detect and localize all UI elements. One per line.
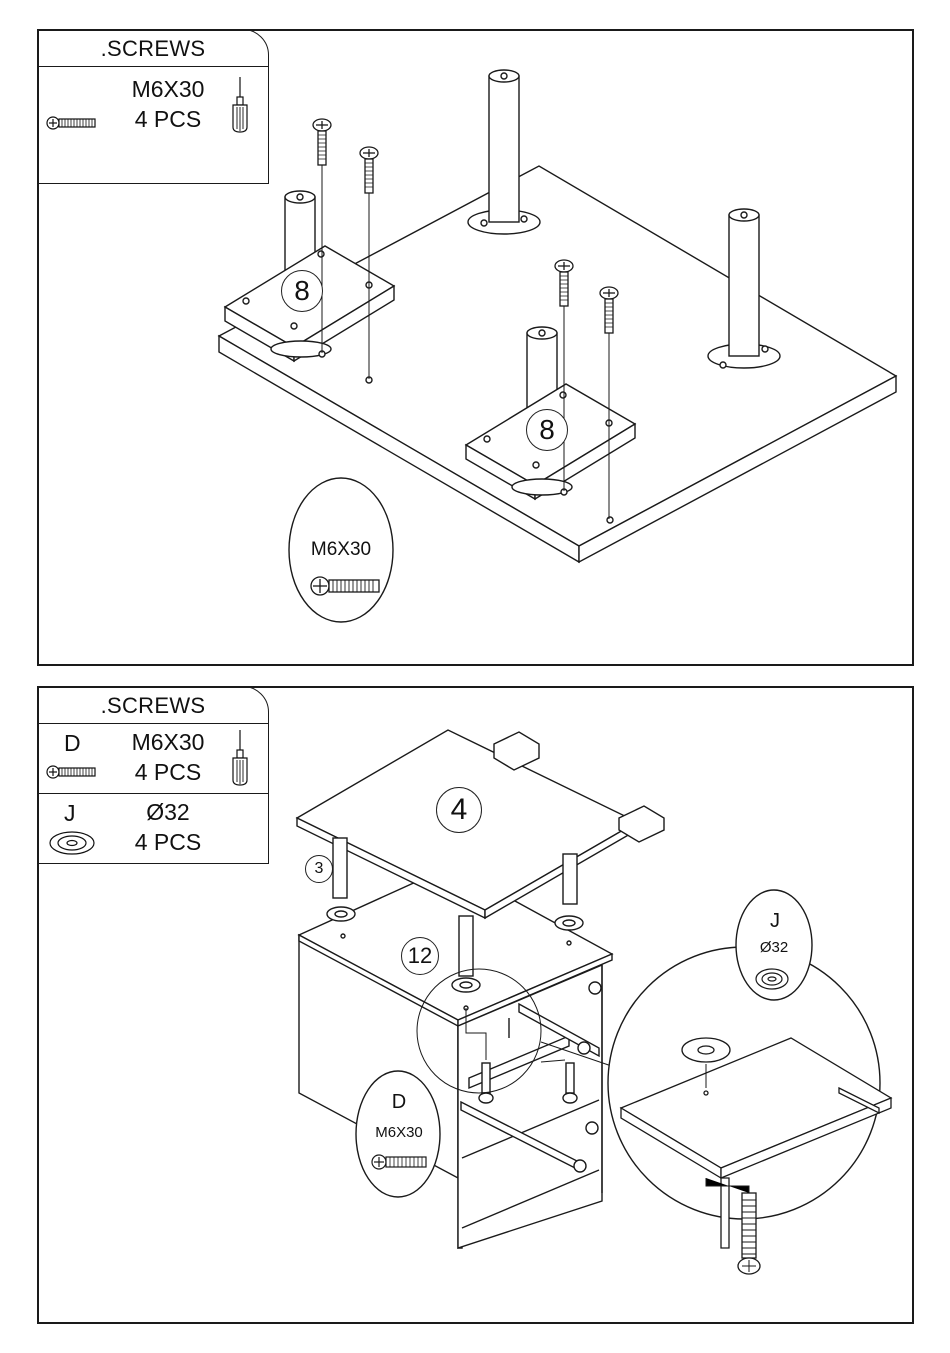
screwdriver-icon — [230, 728, 250, 788]
washer-qty: 4 PCS — [108, 828, 228, 857]
callout-washer-icon — [756, 969, 788, 989]
washer-letter: J — [64, 800, 76, 826]
leg-right — [729, 215, 759, 356]
parts-header: .SCREWS — [38, 30, 268, 67]
callout-letter-d: D — [379, 1091, 419, 1114]
screwdriver-icon — [230, 75, 250, 135]
screw-letter: D — [64, 730, 81, 756]
screw-2 — [360, 147, 378, 193]
screw-size: M6X30 — [108, 728, 228, 757]
screw-qty: 4 PCS — [108, 105, 228, 134]
step-1-panel: 8 8 M6X30 .SCREWS M6X30 4 PCS — [37, 29, 914, 666]
part-number-label: 8 — [539, 414, 555, 446]
screw-icon — [46, 115, 98, 131]
callout-screw-icon — [311, 577, 379, 595]
callout-screw-icon — [372, 1155, 426, 1169]
parts-list-box: .SCREWS M6X30 4 PCS — [37, 29, 269, 184]
screw-icon — [46, 764, 98, 780]
callout-letter-j: J — [755, 910, 795, 933]
screw-size: M6X30 — [108, 75, 228, 104]
part-number-label: 8 — [294, 275, 310, 307]
screw-qty: 4 PCS — [108, 758, 228, 787]
callout-size-d: M6X30 — [359, 1124, 439, 1141]
leg-number-label: 3 — [315, 860, 324, 878]
parts-row-washer: J Ø32 4 PCS — [38, 794, 268, 863]
callout-label: M6X30 — [296, 539, 386, 561]
leg-back — [489, 76, 519, 222]
parts-header: .SCREWS — [38, 687, 268, 724]
step-2-panel: 4 3 12 D M6X30 J Ø32 .SCREWS D M6X30 4 P… — [37, 686, 914, 1324]
part-number-badge: 8 — [281, 270, 323, 312]
panel-number-label: 4 — [451, 793, 468, 827]
part-number-badge: 8 — [526, 409, 568, 451]
parts-row-screw: M6X30 4 PCS — [38, 67, 268, 183]
parts-row-screw: D M6X30 4 PCS — [38, 724, 268, 794]
washer-size: Ø32 — [108, 798, 228, 827]
cabinet-number-badge: 12 — [401, 937, 439, 975]
leg-number-badge: 3 — [305, 855, 333, 883]
panel-number-badge: 4 — [436, 787, 482, 833]
callout-size-j: Ø32 — [744, 939, 804, 956]
screw-1 — [313, 119, 331, 165]
parts-list-box: .SCREWS D M6X30 4 PCS — [37, 686, 269, 864]
detail-magnifier — [608, 947, 891, 1274]
washer-icon — [46, 830, 98, 856]
cabinet-number-label: 12 — [408, 943, 432, 969]
